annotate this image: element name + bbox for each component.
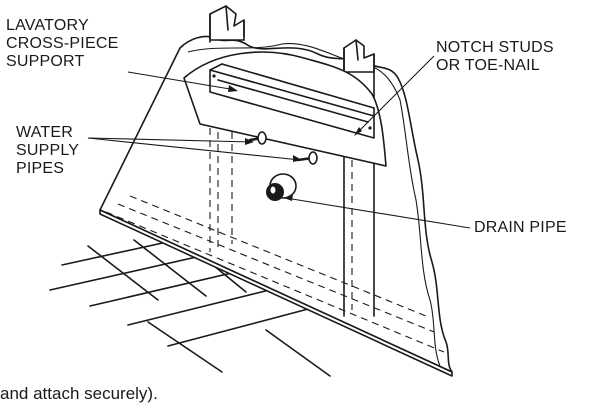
label-water-supply-pipes: WATER SUPPLY PIPES	[16, 124, 80, 177]
leader-lines	[87, 55, 471, 229]
floor-grid	[49, 225, 381, 377]
cross-piece-support-board	[209, 63, 375, 139]
label-drain-pipe: DRAIN PIPE	[474, 219, 567, 236]
label-notch-studs: NOTCH STUDS OR TOE-NAIL	[436, 39, 554, 74]
drain-pipe	[266, 173, 297, 201]
water-supply-pipe-upper	[248, 131, 267, 145]
caption-text: and attach securely).	[0, 384, 158, 403]
label-lavatory-cross-piece-support: LAVATORY CROSS-PIECE SUPPORT	[6, 17, 119, 70]
